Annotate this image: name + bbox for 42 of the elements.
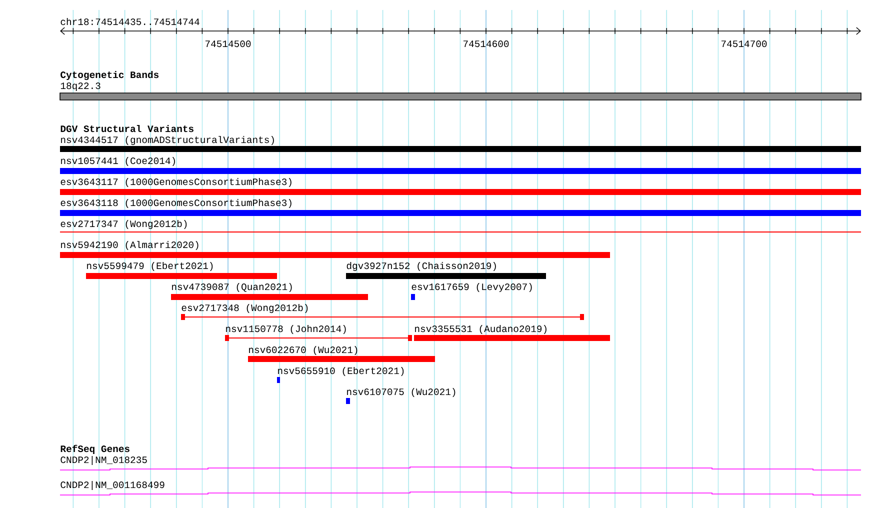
location-label: chr18:74514435..74514744 [60, 18, 200, 26]
variant-bar: nsv5942190 (Almarri2020) [60, 240, 610, 258]
node-label: nsv5599479 (Ebert2021) [87, 262, 213, 272]
node-label: nsv4739087 (Quan2021) [172, 282, 292, 292]
node-label: nsv6107075 (Wu2021) [347, 388, 456, 398]
variant-bar: nsv3355531 (Audano2019) [414, 324, 610, 341]
variant-bar: esv3643117 (1000GenomesConsortiumPhase3) [60, 178, 862, 195]
gene-track: CNDP2|NM_001168499 [60, 480, 862, 496]
node-label: dgv3927n152 (Chaisson2019) [346, 262, 496, 272]
track-heading: DGV Structural Variants [60, 124, 194, 132]
node-label: esv3643117 (1000GenomesConsortiumPhase3) [60, 178, 292, 188]
variant-bar: esv2717348 (Wong2012b) [180, 304, 584, 320]
track-heading: Cytogenetic Bands [60, 70, 159, 80]
variant-bar: nsv4344517 (gnomADStructuralVariants) [60, 136, 862, 152]
node-label: esv1617659 (Levy2007) [412, 282, 532, 292]
variant-bar: nsv6107075 (Wu2021) [346, 388, 456, 404]
tick-label: 74514600 [463, 40, 509, 48]
node-label: nsv3355531 (Audano2019) [415, 324, 546, 334]
node-label: nsv6022670 (Wu2021) [249, 346, 358, 356]
tick-label: 74514500 [205, 40, 251, 48]
variant-bar: dgv3927n152 (Chaisson2019) [346, 262, 546, 279]
node-label: nsv4344517 (gnomADStructuralVariants) [61, 136, 274, 146]
node-label: nsv1150778 (John2014) [226, 324, 346, 334]
node-label: esv3643118 (1000GenomesConsortiumPhase3) [60, 198, 292, 208]
variant-bar: esv2717347 (Wong2012b) [60, 220, 862, 232]
variant-bar: nsv4739087 (Quan2021) [171, 282, 368, 300]
cytoband-bar: 18q22.3 [60, 82, 862, 100]
tick-label: 74514700 [721, 40, 767, 48]
variant-bar: nsv1057441 (Coe2014) [60, 156, 862, 174]
node-label: nsv5655910 (Ebert2021) [278, 366, 404, 376]
variant-bar: nsv5599479 (Ebert2021) [86, 262, 277, 279]
variant-bar: esv1617659 (Levy2007) [411, 282, 532, 300]
node-label: nsv5942190 (Almarri2020) [61, 240, 198, 250]
node-label: 18q22.3 [60, 82, 100, 92]
variant-bar: nsv5655910 (Ebert2021) [277, 366, 404, 383]
node-label: esv2717348 (Wong2012b) [182, 304, 308, 314]
node-label: nsv1057441 (Coe2014) [61, 156, 175, 166]
variant-bar: nsv6022670 (Wu2021) [248, 346, 435, 362]
variant-bar: nsv1150778 (John2014) [224, 324, 412, 341]
variant-bar: esv3643118 (1000GenomesConsortiumPhase3) [60, 198, 862, 216]
gene-track: CNDP2|NM_018235 [60, 456, 862, 470]
track-heading: RefSeq Genes [60, 444, 130, 454]
